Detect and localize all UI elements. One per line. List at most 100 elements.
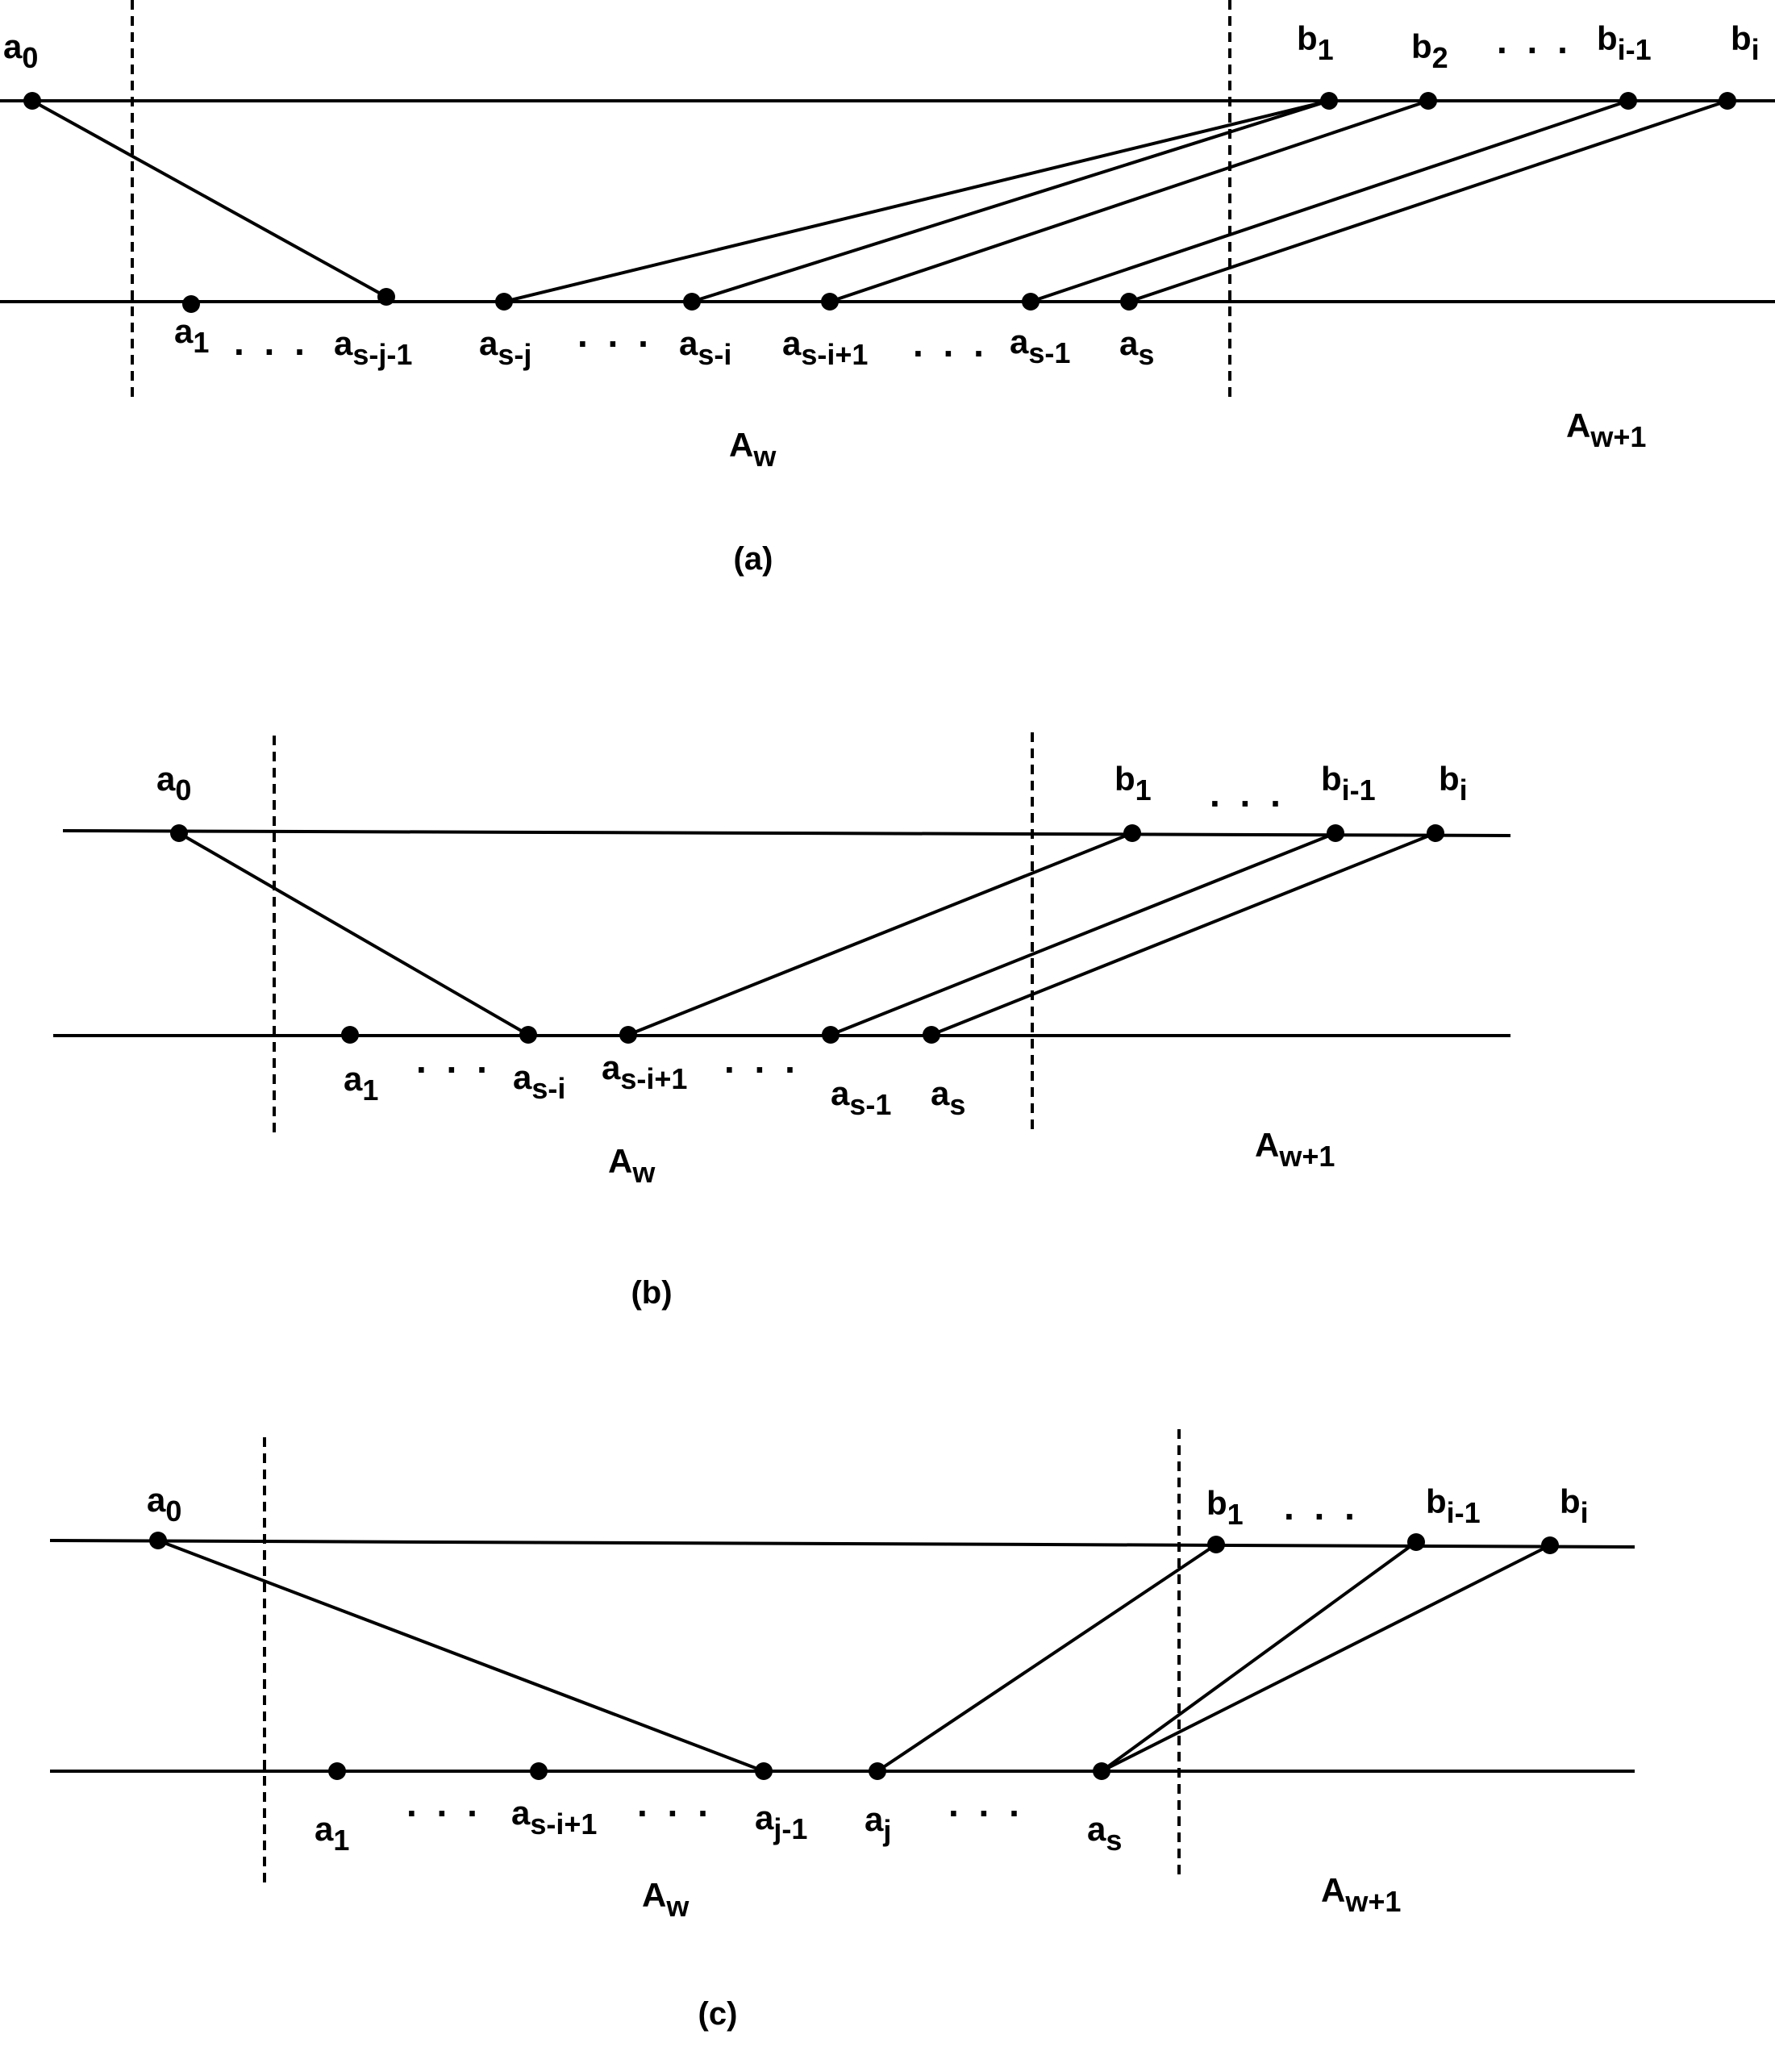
ellipsis-bottom-3: . . . [948, 1782, 1024, 1824]
label-as: as [1087, 1810, 1122, 1857]
node-a0 [149, 1532, 167, 1549]
node-bi [1719, 92, 1736, 110]
region-label-aw: Aw [729, 426, 777, 473]
region-label-aw1: Aw+1 [1321, 1871, 1401, 1918]
edge-bi-as [1128, 99, 1728, 303]
label-bim1: bi-1 [1597, 19, 1652, 66]
caption-a: (a) [734, 541, 773, 577]
panel-a: a0 b1 b2 . . . bi-1 bi a1 . . . as-j-1 a… [0, 0, 1775, 577]
caption-b: (b) [631, 1275, 672, 1311]
node-bim1 [1619, 92, 1637, 110]
node-as [1120, 293, 1138, 311]
edge-b1-asj [503, 99, 1330, 303]
node-as1 [822, 1026, 840, 1044]
panel-c: a0 b1 . . . bi-1 bi a1 . . . as-i+1 . . … [49, 1429, 1635, 2032]
node-b1 [1207, 1536, 1225, 1553]
label-bi: bi [1560, 1482, 1589, 1529]
ellipsis-top: . . . [1497, 19, 1573, 61]
node-bi [1427, 824, 1444, 842]
edge-bim1-as1 [830, 832, 1336, 1036]
label-as1: as-1 [831, 1074, 891, 1121]
ellipsis-bottom-1: . . . [234, 321, 310, 363]
label-a0: a0 [3, 27, 38, 74]
label-aj1: aj-1 [755, 1799, 807, 1845]
node-as1 [1022, 293, 1040, 311]
ellipsis-bottom-1: . . . [416, 1039, 492, 1081]
label-asi: as-i [513, 1058, 565, 1105]
label-b1: b1 [1115, 760, 1152, 807]
node-a0 [23, 92, 41, 110]
label-bi: bi [1731, 19, 1760, 66]
edge-bi-as [1101, 1544, 1551, 1773]
label-a1: a1 [315, 1810, 349, 1857]
node-asi [683, 293, 701, 311]
label-bim1: bi-1 [1321, 760, 1376, 807]
ellipsis-top: . . . [1210, 773, 1285, 815]
node-as [1093, 1762, 1110, 1780]
label-bim1: bi-1 [1426, 1482, 1481, 1529]
ellipsis-bottom-1: . . . [406, 1782, 482, 1824]
edge-a0-asi [177, 832, 530, 1036]
region-label-aw: Aw [642, 1876, 690, 1923]
node-b2 [1419, 92, 1437, 110]
edge-bim1-as [1100, 1540, 1418, 1773]
edge-b1-asi1 [627, 832, 1133, 1036]
edge-bi-as [931, 832, 1436, 1036]
edge-a0-aj1 [157, 1539, 765, 1773]
ellipsis-top: . . . [1284, 1486, 1360, 1528]
label-b2: b2 [1411, 27, 1448, 74]
label-as: as [1119, 324, 1154, 371]
node-bim1 [1327, 824, 1344, 842]
node-aj [869, 1762, 886, 1780]
region-label-aw1: Aw+1 [1566, 406, 1646, 453]
edge-b2-asi1 [829, 99, 1429, 303]
node-bim1 [1407, 1533, 1425, 1551]
label-asi1: as-i+1 [602, 1049, 687, 1095]
node-asj [495, 293, 513, 311]
node-as [923, 1026, 940, 1044]
node-asi1 [821, 293, 839, 311]
panel-b: a0 b1 . . . bi-1 bi a1 . . . as-i as-i+1… [53, 732, 1511, 1311]
node-a1 [328, 1762, 346, 1780]
node-aj1 [755, 1762, 773, 1780]
node-a1 [182, 295, 200, 313]
label-a1: a1 [344, 1060, 378, 1107]
label-asj1: as-j-1 [334, 324, 412, 371]
region-label-aw: Aw [608, 1142, 656, 1189]
region-label-aw1: Aw+1 [1255, 1126, 1335, 1173]
upper-row-line [62, 829, 1511, 837]
node-bi [1541, 1536, 1559, 1554]
label-asi: as-i [679, 324, 731, 371]
label-as: as [931, 1074, 965, 1121]
label-a0: a0 [147, 1481, 181, 1528]
label-as1: as-1 [1010, 323, 1070, 369]
edge-b1-asi [691, 99, 1330, 303]
node-b1 [1123, 824, 1141, 842]
label-asj: as-j [479, 324, 531, 371]
node-asi1 [530, 1762, 548, 1780]
ellipsis-bottom-2: . . . [577, 313, 653, 355]
node-a1 [341, 1026, 359, 1044]
label-a1: a1 [174, 312, 209, 359]
ellipsis-bottom-3: . . . [913, 323, 989, 365]
edge-a0-asj1 [31, 99, 387, 298]
node-asi [519, 1026, 537, 1044]
label-aj: aj [865, 1800, 891, 1847]
edge-b1-aj [876, 1543, 1218, 1773]
ellipsis-bottom-2: . . . [637, 1782, 713, 1824]
label-asi1: as-i+1 [782, 324, 868, 371]
label-bi: bi [1439, 760, 1468, 807]
node-asj1 [377, 288, 395, 306]
node-b1 [1320, 92, 1338, 110]
label-asi1: as-i+1 [511, 1794, 597, 1841]
node-asi1 [619, 1026, 637, 1044]
label-b1: b1 [1206, 1484, 1244, 1531]
ellipsis-bottom-2: . . . [724, 1039, 800, 1081]
node-a0 [170, 824, 188, 842]
label-a0: a0 [156, 760, 191, 807]
label-b1: b1 [1297, 19, 1334, 66]
upper-row-line [49, 1539, 1635, 1549]
edge-bim1-as1 [1030, 99, 1629, 303]
caption-c: (c) [698, 1996, 738, 2032]
